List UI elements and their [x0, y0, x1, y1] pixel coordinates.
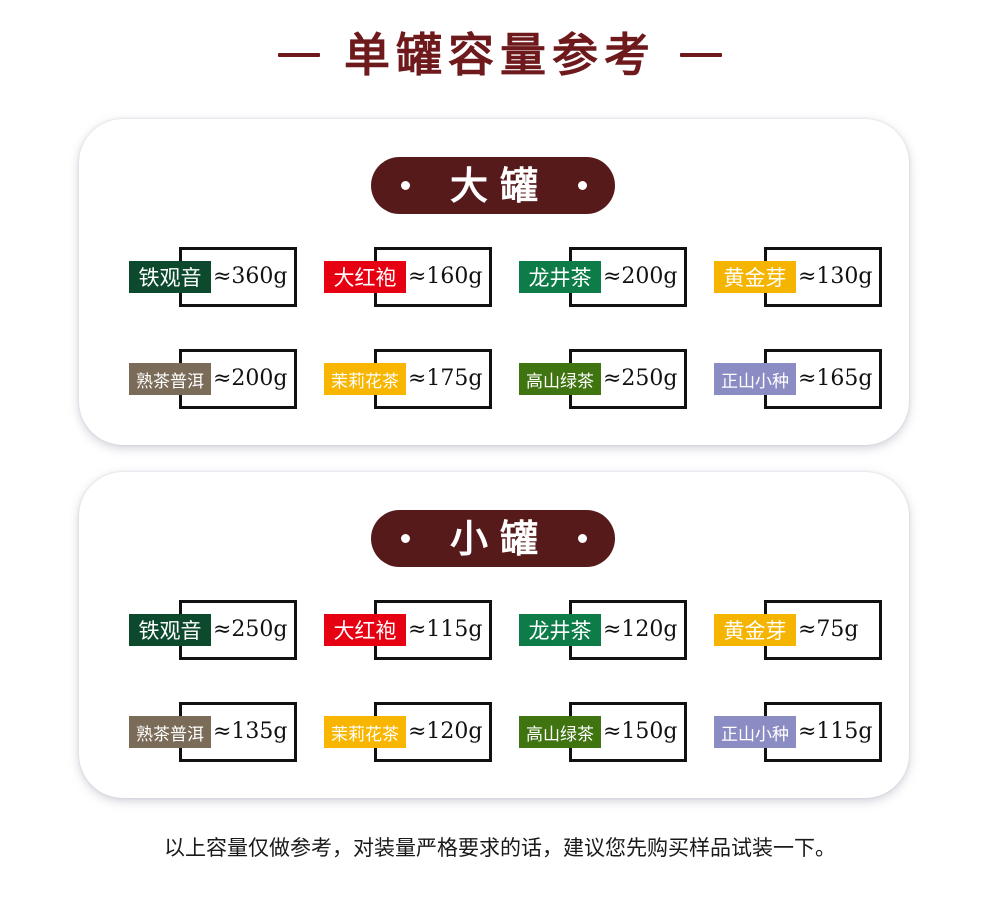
- capacity-item-zhengshan: 正山小种 ≈165g: [714, 349, 882, 409]
- dot-icon: [577, 181, 587, 190]
- tea-name-label: 铁观音: [129, 614, 211, 646]
- capacity-value: ≈200g: [603, 264, 678, 289]
- capacity-value: ≈115g: [798, 719, 873, 744]
- tea-name-label: 正山小种: [714, 363, 796, 395]
- page-title-text: 单罐容量参考: [344, 28, 656, 82]
- capacity-value: ≈120g: [603, 617, 678, 642]
- capacity-value: ≈250g: [213, 617, 288, 642]
- title-dash-left: [278, 53, 320, 57]
- tea-name-label: 龙井茶: [519, 261, 601, 293]
- tea-name-label: 茉莉花茶: [324, 716, 406, 748]
- dot-icon: [577, 534, 587, 543]
- tea-name-label: 黄金芽: [714, 614, 796, 646]
- small-jar-heading: 小罐: [371, 510, 615, 567]
- large-jar-panel: 大罐 铁观音 ≈360g 大红袍 ≈160g 龙井茶 ≈200g 黄金芽 ≈13…: [79, 119, 909, 445]
- capacity-item-longjing: 龙井茶 ≈120g: [519, 600, 687, 660]
- capacity-item-gaoshan-green: 高山绿茶 ≈250g: [519, 349, 687, 409]
- tea-name-label: 大红袍: [324, 614, 406, 646]
- tea-name-label: 正山小种: [714, 716, 796, 748]
- capacity-item-dahongpao: 大红袍 ≈160g: [324, 247, 492, 307]
- tea-name-label: 黄金芽: [714, 261, 796, 293]
- capacity-value: ≈115g: [408, 617, 483, 642]
- capacity-value: ≈200g: [213, 366, 288, 391]
- tea-name-label: 高山绿茶: [519, 716, 601, 748]
- dot-icon: [401, 534, 410, 543]
- capacity-item-jasmine: 茉莉花茶 ≈120g: [324, 702, 492, 762]
- capacity-value: ≈120g: [408, 719, 483, 744]
- large-jar-label: 大罐: [449, 163, 550, 208]
- capacity-item-tieguanyin: 铁观音 ≈250g: [129, 600, 297, 660]
- capacity-item-longjing: 龙井茶 ≈200g: [519, 247, 687, 307]
- tea-name-label: 龙井茶: [519, 614, 601, 646]
- capacity-item-huangjinya: 黄金芽 ≈130g: [714, 247, 882, 307]
- capacity-item-gaoshan-green: 高山绿茶 ≈150g: [519, 702, 687, 762]
- capacity-value: ≈75g: [798, 617, 859, 642]
- capacity-item-tieguanyin: 铁观音 ≈360g: [129, 247, 297, 307]
- small-jar-label: 小罐: [449, 516, 550, 561]
- capacity-value: ≈135g: [213, 719, 288, 744]
- capacity-item-huangjinya: 黄金芽 ≈75g: [714, 600, 882, 660]
- capacity-value: ≈360g: [213, 264, 288, 289]
- small-jar-panel: 小罐 铁观音 ≈250g 大红袍 ≈115g 龙井茶 ≈120g 黄金芽 ≈75…: [79, 472, 909, 798]
- capacity-value: ≈250g: [603, 366, 678, 391]
- capacity-value: ≈130g: [798, 264, 873, 289]
- dot-icon: [401, 181, 410, 190]
- capacity-item-shucha-puer: 熟茶普洱 ≈200g: [129, 349, 297, 409]
- capacity-value: ≈165g: [798, 366, 873, 391]
- tea-name-label: 熟茶普洱: [129, 363, 211, 395]
- tea-name-label: 铁观音: [129, 261, 211, 293]
- capacity-box: [374, 349, 492, 409]
- footer-note: 以上容量仅做参考，对装量严格要求的话，建议您先购买样品试装一下。: [164, 836, 836, 860]
- capacity-value: ≈175g: [408, 366, 483, 391]
- tea-name-label: 熟茶普洱: [129, 716, 211, 748]
- capacity-item-jasmine: 茉莉花茶 ≈175g: [324, 349, 492, 409]
- capacity-item-dahongpao: 大红袍 ≈115g: [324, 600, 492, 660]
- tea-name-label: 高山绿茶: [519, 363, 601, 395]
- capacity-value: ≈160g: [408, 264, 483, 289]
- capacity-item-shucha-puer: 熟茶普洱 ≈135g: [129, 702, 297, 762]
- tea-name-label: 茉莉花茶: [324, 363, 406, 395]
- capacity-item-zhengshan: 正山小种 ≈115g: [714, 702, 882, 762]
- page-title: 单罐容量参考: [0, 22, 1000, 88]
- large-jar-heading: 大罐: [371, 157, 615, 214]
- title-dash-right: [680, 53, 722, 57]
- tea-name-label: 大红袍: [324, 261, 406, 293]
- capacity-value: ≈150g: [603, 719, 678, 744]
